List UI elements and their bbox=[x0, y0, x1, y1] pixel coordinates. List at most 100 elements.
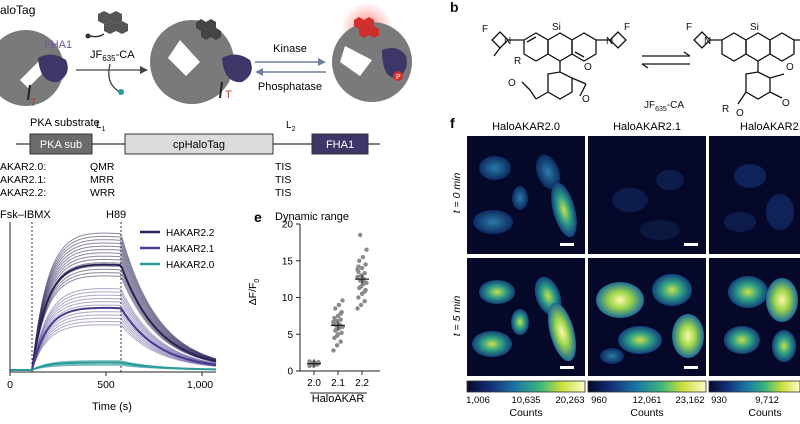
y-tick-label: 5 bbox=[287, 330, 293, 341]
segment-cphalotag-label: cpHaloTag bbox=[173, 139, 225, 151]
colorbar-2-2 bbox=[708, 380, 800, 393]
legend-label-2-0: HAKAR2.0 bbox=[166, 260, 215, 271]
annotation-fsk-ibmx: Fsk–IBMX bbox=[0, 209, 51, 221]
legend-label-2-1: HAKAR2.1 bbox=[166, 244, 215, 255]
segment-pka-sub bbox=[29, 133, 93, 155]
data-point bbox=[355, 306, 360, 311]
data-point bbox=[315, 362, 320, 367]
kinase-label: Kinase bbox=[273, 43, 307, 55]
data-point bbox=[355, 274, 360, 280]
scatter-points bbox=[307, 232, 369, 369]
halotag-protein-left bbox=[0, 29, 64, 106]
data-point bbox=[334, 327, 339, 332]
data-point bbox=[338, 311, 343, 316]
column-title-2-2: HaloAKAR2. bbox=[740, 121, 800, 133]
trace-hakar2-1 bbox=[10, 324, 217, 371]
atom-o-1b: O bbox=[584, 62, 592, 73]
chart-title: Dynamic range bbox=[275, 211, 349, 223]
atom-n-1: N bbox=[504, 36, 511, 47]
panel-b: b F N Si N F R O O O JF635-CA bbox=[450, 0, 800, 119]
construct-row-l1-0: QMR bbox=[90, 161, 115, 173]
y-tick-label: 10 bbox=[282, 293, 294, 304]
trace-hakar2-1 bbox=[10, 321, 217, 371]
data-point bbox=[362, 299, 367, 304]
atom-n-2: N bbox=[606, 36, 613, 47]
atom-r-2: R bbox=[722, 104, 729, 115]
t-left-label: T bbox=[30, 97, 37, 109]
trace-hakar2-1 bbox=[10, 288, 217, 371]
bound-dye-icon bbox=[196, 19, 221, 40]
atom-o-2a: O bbox=[736, 108, 744, 119]
image-2-1-t0 bbox=[588, 136, 706, 254]
trace-group bbox=[10, 232, 217, 371]
halotag-label: aloTag bbox=[0, 3, 35, 17]
colorbar-2-2-tick-1: 9,712 bbox=[755, 395, 779, 406]
fluorescent-dye-icon bbox=[354, 17, 379, 38]
trace-hakar2-1 bbox=[10, 317, 217, 371]
construct-row-name-2: AKAR2.2: bbox=[0, 187, 46, 199]
colorbar-2-1-tick-2: 23,162 bbox=[675, 395, 704, 406]
data-point bbox=[334, 343, 340, 348]
data-point bbox=[339, 330, 344, 335]
data-point bbox=[334, 333, 340, 338]
panel-d: Fsk–IBMX H89 0 500 1,000 Time (s) HAKAR2… bbox=[0, 209, 217, 413]
x-axis-label: Time (s) bbox=[92, 401, 132, 413]
data-point bbox=[363, 262, 368, 267]
segment-cphalotag bbox=[124, 133, 274, 155]
panel-e-letter: e bbox=[254, 209, 262, 225]
trace-hakar2-2-mean bbox=[10, 263, 217, 371]
x-tick-label: 2.0 bbox=[307, 378, 321, 389]
data-point bbox=[331, 348, 336, 353]
phosphatase-label: Phosphatase bbox=[258, 81, 322, 93]
data-point bbox=[362, 271, 367, 276]
panel-f-letter: f bbox=[450, 115, 455, 131]
data-point bbox=[331, 319, 336, 324]
data-point bbox=[358, 284, 364, 289]
trace-hakar2-1 bbox=[10, 291, 217, 371]
data-point bbox=[362, 289, 367, 294]
arrow-phosphatase-icon bbox=[255, 68, 263, 76]
x-tick-label: 2.2 bbox=[355, 378, 369, 389]
column-title-2-0: HaloAKAR2.0 bbox=[492, 121, 560, 133]
construct-row-l2-0: TIS bbox=[275, 161, 291, 173]
atom-n-3: N bbox=[704, 36, 711, 47]
row-label-t5: t = 5 min bbox=[451, 296, 463, 337]
data-point bbox=[357, 258, 362, 263]
atom-o-1a: O bbox=[508, 78, 516, 89]
atom-si-2: Si bbox=[750, 22, 759, 33]
segment-fha1 bbox=[311, 133, 369, 155]
segment-fha1-label: FHA1 bbox=[326, 139, 354, 151]
x-tick-500: 500 bbox=[97, 379, 115, 391]
t-right-label: T bbox=[225, 89, 232, 101]
arrow-right-icon bbox=[140, 66, 148, 74]
jf-ca-label-b: JF bbox=[644, 100, 655, 111]
colorbar-2-0-tick-0: 1,006 bbox=[466, 395, 490, 406]
jf-ca-label: JF bbox=[90, 49, 103, 61]
data-point bbox=[361, 279, 366, 285]
trace-hakar2-1 bbox=[10, 314, 217, 371]
atom-f-3: F bbox=[686, 22, 692, 33]
y-tick-label: 20 bbox=[282, 220, 294, 231]
trace-hakar2-2 bbox=[10, 275, 217, 371]
linker-l2: L bbox=[286, 120, 292, 131]
fha1-label: FHA1 bbox=[44, 39, 72, 51]
data-point bbox=[333, 306, 338, 311]
fha1-domain-right bbox=[382, 48, 407, 78]
pka-substrate-label: PKA substrate bbox=[30, 117, 100, 129]
colorbar-2-0 bbox=[466, 380, 586, 393]
data-point bbox=[332, 315, 337, 321]
data-point bbox=[336, 302, 342, 308]
panel-f: f HaloAKAR2.0 HaloAKAR2.1 HaloAKAR2. t =… bbox=[450, 115, 800, 419]
image-2-1-t5 bbox=[588, 258, 706, 376]
fha1-domain-middle bbox=[222, 54, 252, 83]
panel-b-letter: b bbox=[450, 0, 459, 15]
svg-text:JF635-CA: JF635-CA bbox=[90, 49, 135, 63]
phospho-icon bbox=[393, 71, 403, 81]
leaving-group-icon bbox=[118, 89, 124, 95]
construct-row-name-1: AKAR2.1: bbox=[0, 174, 46, 186]
svg-text:L2: L2 bbox=[286, 120, 296, 133]
svg-text:L1: L1 bbox=[96, 120, 106, 133]
